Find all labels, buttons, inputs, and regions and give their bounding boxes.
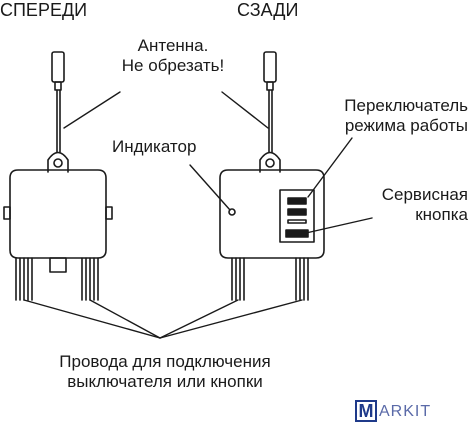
front-antenna-neck	[54, 81, 62, 91]
back-wires-left	[231, 257, 245, 301]
wires-callout-4	[159, 299, 303, 339]
mode-switch-slot-3	[287, 219, 307, 224]
mode-switch-slot-2	[287, 208, 307, 216]
front-housing	[9, 169, 107, 259]
front-antenna-wire	[56, 89, 61, 153]
mode-switch-panel	[279, 189, 315, 243]
antenna-label: Антенна. Не обрезать!	[103, 36, 243, 76]
switch-callout	[307, 137, 353, 198]
wires-label: Провода для подключения выключателя или …	[20, 352, 310, 392]
wires-callout-1	[23, 299, 161, 339]
front-loop-hole	[53, 158, 63, 168]
back-housing	[219, 169, 325, 259]
switch-label-line2: режима работы	[344, 116, 468, 135]
indicator-led	[228, 208, 236, 216]
front-antenna-loop	[47, 151, 69, 173]
back-label: СЗАДИ	[237, 0, 299, 20]
back-antenna-loop	[259, 151, 281, 173]
back-loop-hole	[265, 158, 275, 168]
wires-label-line2: выключателя или кнопки	[67, 372, 263, 391]
wires-label-line1: Провода для подключения	[59, 352, 271, 371]
front-right-tab	[105, 206, 113, 220]
service-button	[285, 229, 309, 238]
antenna-label-line1: Антенна.	[137, 36, 209, 55]
callout-lines	[23, 91, 373, 339]
switch-label-line1: Переключатель	[344, 96, 468, 115]
antenna-callout-front	[63, 91, 121, 129]
switch-label: Переключатель режима работы	[310, 96, 468, 136]
back-wires-right	[295, 257, 309, 301]
back-device	[219, 51, 325, 301]
back-antenna-wire	[268, 89, 273, 153]
front-device	[3, 51, 113, 301]
front-label: СПЕРЕДИ	[0, 0, 88, 20]
back-antenna-neck	[266, 81, 274, 91]
indicator-callout	[189, 164, 231, 211]
logo-icon: M	[355, 400, 377, 422]
service-label-line1: Сервисная	[381, 185, 468, 204]
antenna-callout-back	[221, 91, 269, 129]
service-label-line2: кнопка	[415, 205, 468, 224]
front-wires-right	[81, 257, 99, 301]
back-antenna-connector	[263, 51, 277, 83]
mode-switch-slot-1	[287, 197, 307, 205]
front-wires-left	[15, 257, 33, 301]
front-wire-clip	[49, 257, 67, 273]
service-callout	[305, 217, 373, 234]
wires-callout-2	[89, 299, 161, 339]
logo-text: ARKIT	[379, 403, 432, 420]
antenna-label-line2: Не обрезать!	[121, 56, 225, 75]
service-label: Сервисная кнопка	[340, 185, 468, 225]
front-antenna-connector	[51, 51, 65, 83]
indicator-label: Индикатор	[112, 137, 197, 156]
wires-callout-3	[159, 299, 239, 339]
front-left-tab	[3, 206, 11, 220]
logo-initial: M	[358, 401, 374, 421]
